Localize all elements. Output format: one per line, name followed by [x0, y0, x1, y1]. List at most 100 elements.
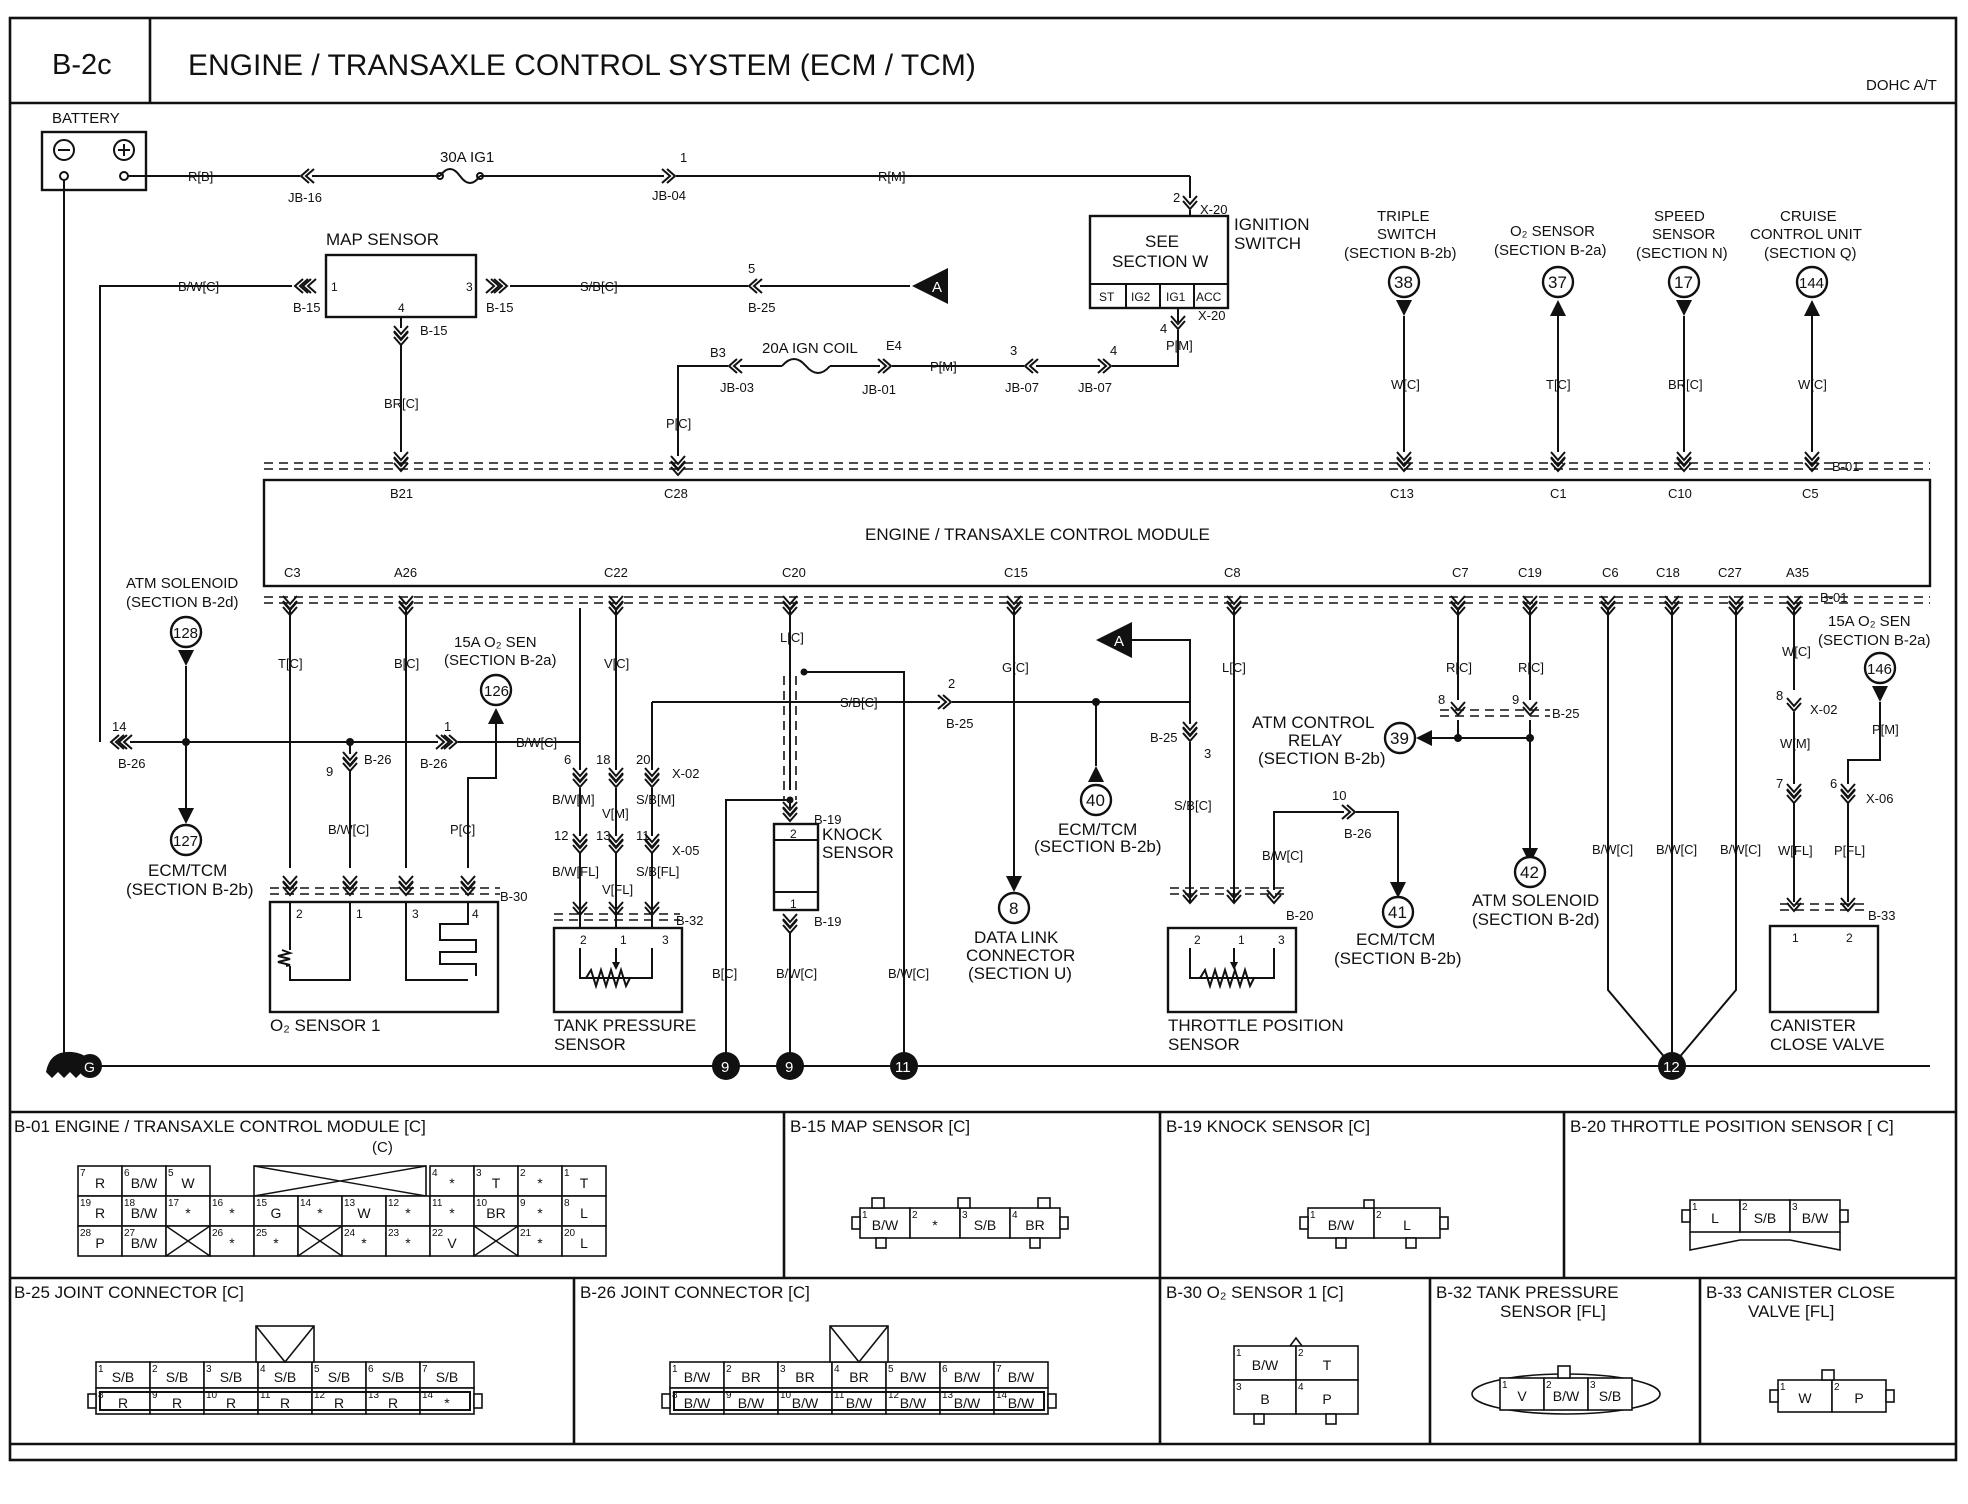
pin-label: 3	[1010, 343, 1017, 358]
pin-label: C20	[782, 565, 806, 580]
ref-146[interactable]: 146	[1863, 651, 1897, 702]
wire-label: B/W[C]	[516, 735, 557, 750]
pin-label: C1	[1550, 486, 1567, 501]
ref-128[interactable]: 128	[169, 615, 203, 666]
connector-pin: 7R	[77, 1165, 123, 1197]
wire-label: P[M]	[1872, 722, 1899, 737]
ref-126[interactable]: 126	[479, 673, 513, 724]
conn-label: B-25	[748, 300, 775, 315]
pin-wire-color: T	[1323, 1357, 1332, 1373]
conn-label: B-25	[1150, 730, 1177, 745]
pin-label: 6	[1830, 776, 1837, 791]
wire-label: B/W[C]	[178, 279, 219, 294]
relay-label: ATM CONTROL	[1252, 713, 1374, 732]
pin-label: C13	[1390, 486, 1414, 501]
wire-label: G[C]	[1002, 660, 1029, 675]
connector-pin: 1T	[561, 1165, 607, 1197]
ref-o2-sensor[interactable]: O₂ SENSOR (SECTION B-2a) 37 T[C]	[1494, 223, 1607, 472]
ref-speed-sensor[interactable]: SPEED SENSOR (SECTION N) 17 BR[C]	[1636, 208, 1728, 472]
pin-number: 10	[476, 1198, 488, 1209]
pin-wire-color: *	[185, 1205, 191, 1221]
pin-label: 5	[748, 261, 755, 276]
conn-label: B-01	[1832, 459, 1859, 474]
wire-label: B/W[C]	[328, 822, 369, 837]
ref-39[interactable]: 39	[1383, 721, 1417, 755]
pin-number: 1	[1780, 1382, 1786, 1393]
ref-label: ATM SOLENOID	[126, 575, 238, 592]
pin-wire-color: B/W	[900, 1369, 927, 1385]
conn-label: X-02	[1810, 702, 1837, 717]
connector-b33-title: B-33 CANISTER CLOSE	[1706, 1283, 1895, 1302]
pin-wire-color: R	[388, 1395, 398, 1411]
ref-label: 15A O₂ SEN	[454, 634, 537, 651]
pin-wire-color: *	[932, 1217, 938, 1233]
ref-label: SENSOR	[1652, 226, 1716, 243]
ref-127[interactable]: 127	[169, 823, 203, 857]
connector-pin: 24*	[341, 1225, 387, 1257]
connector-b33-title: VALVE [FL]	[1748, 1302, 1834, 1321]
pin-number: 2	[1376, 1210, 1382, 1221]
canister-label: CLOSE VALVE	[1770, 1035, 1885, 1054]
pin-label: C27	[1718, 565, 1742, 580]
pin-wire-color: B/W	[131, 1235, 158, 1251]
ground-11[interactable]: 11	[890, 1052, 918, 1080]
wire-label: S/B[M]	[636, 792, 675, 807]
fuse-icon	[781, 358, 831, 374]
pin-label: C8	[1224, 565, 1241, 580]
pin-label: 4	[1110, 343, 1117, 358]
relay-label: (SECTION B-2b)	[1258, 749, 1386, 768]
connector-pin: 2T	[1295, 1345, 1359, 1381]
ground-9a[interactable]: 9	[712, 1052, 740, 1080]
pin-number: 3	[476, 1168, 482, 1179]
connector-pin: 4P	[1295, 1379, 1359, 1415]
connector-b32-title: B-32 TANK PRESSURE	[1436, 1283, 1619, 1302]
ref-cruise-control[interactable]: CRUISE CONTROL UNIT (SECTION Q) 144 W[C]	[1750, 208, 1862, 472]
pin-number: 12	[314, 1390, 326, 1401]
pin-number: 18	[124, 1198, 136, 1209]
ground-12[interactable]: 12	[1658, 1052, 1686, 1080]
ignition-terminal: ACC	[1196, 290, 1222, 304]
pin-label: 12	[554, 828, 568, 843]
ref-8[interactable]: 8	[997, 891, 1031, 925]
ref-label: TRIPLE	[1377, 208, 1430, 225]
pin-wire-color: *	[449, 1175, 455, 1191]
ref-42[interactable]: 42	[1513, 855, 1547, 889]
ground-9b[interactable]: 9	[776, 1052, 804, 1080]
connector-pin: 17*	[165, 1195, 211, 1227]
pin-number: 13	[942, 1390, 954, 1401]
ref-number: 38	[1394, 273, 1413, 292]
pin-wire-color: R	[280, 1395, 290, 1411]
pin-label: 8	[1776, 688, 1783, 703]
connector-pin: 1B/W	[1307, 1207, 1375, 1239]
pin-wire-color: *	[273, 1235, 279, 1251]
ref-number: 39	[1390, 729, 1409, 748]
pin-number: 13	[344, 1198, 356, 1209]
conn-label: X-20	[1200, 202, 1227, 217]
connector-pin	[297, 1225, 343, 1257]
connector-pin: 14*	[297, 1195, 343, 1227]
connector-pin: 16*	[209, 1195, 255, 1227]
pin-label: 7	[1776, 776, 1783, 791]
pin-wire-color: B/W	[131, 1175, 158, 1191]
ecm-pin-connectors	[282, 595, 1802, 616]
ref-triple-switch[interactable]: TRIPLE SWITCH (SECTION B-2b) 38 W[C]	[1344, 208, 1457, 472]
connector-pin: 2S/B	[1739, 1199, 1791, 1233]
pin-number: 5	[168, 1168, 174, 1179]
pin-wire-color: R	[118, 1395, 128, 1411]
ref-41[interactable]: 41	[1381, 895, 1415, 929]
pin-wire-color: S/B	[974, 1217, 997, 1233]
wire-label: V[M]	[602, 806, 629, 821]
ecm-module	[262, 478, 1932, 588]
wire-label: B/W[C]	[776, 966, 817, 981]
battery	[40, 130, 148, 192]
pin-number: 1	[862, 1210, 868, 1221]
pin-label: 11	[636, 828, 650, 843]
pin-number: 2	[520, 1168, 526, 1179]
ref-label: (SECTION B-2a)	[1818, 632, 1931, 649]
pin-number: 1	[1692, 1202, 1698, 1213]
ref-40[interactable]: 40	[1079, 783, 1113, 817]
